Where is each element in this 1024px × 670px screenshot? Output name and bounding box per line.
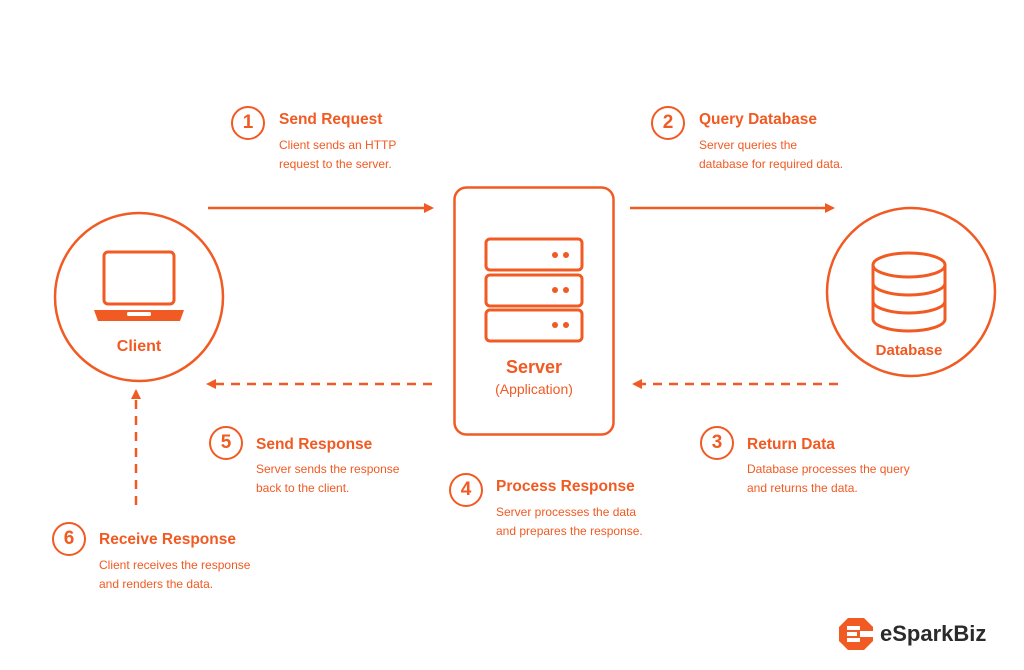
server-rack-icon: [484, 237, 584, 343]
step-4-title: Process Response: [496, 478, 635, 495]
step-6-number: 6: [52, 522, 86, 556]
database-node: [825, 206, 997, 378]
step-3-title: Return Data: [747, 436, 835, 453]
step-4-number: 4: [449, 473, 483, 507]
client-node: [53, 211, 225, 383]
step-6-title: Receive Response: [99, 531, 236, 548]
server-node: [453, 186, 615, 436]
brand-logo: eSparkBiz: [838, 617, 986, 651]
step-1-number: 1: [231, 106, 265, 140]
server-sublabel: (Application): [495, 381, 573, 397]
server-label: Server: [505, 357, 563, 377]
database-icon: [871, 251, 947, 333]
esparkbiz-logo-icon: [839, 618, 873, 650]
step-3-number: 3: [700, 426, 734, 460]
client-label: Client: [116, 338, 162, 355]
step-2-number: 2: [651, 106, 685, 140]
step-1-title: Send Request: [279, 111, 383, 128]
step-5-title: Send Response: [256, 436, 373, 453]
laptop-icon: [94, 250, 184, 321]
step-5-number: 5: [209, 426, 243, 460]
database-label: Database: [875, 342, 943, 359]
brand-name: eSparkBiz: [880, 621, 987, 646]
step-2-title: Query Database: [699, 111, 818, 128]
